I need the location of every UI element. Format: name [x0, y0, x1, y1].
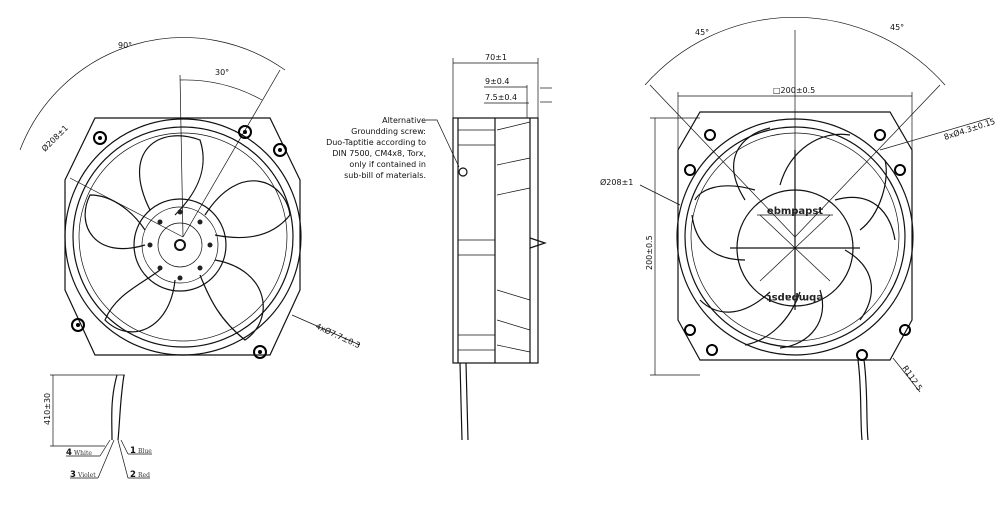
side-lead-cable	[459, 362, 469, 441]
radius-label: R112.5	[900, 364, 924, 392]
rear-height-label: 200±0.5	[645, 235, 654, 270]
front-outer-ring	[64, 118, 302, 356]
svg-text:sub-bill of materials.: sub-bill of materials.	[344, 171, 426, 180]
rear-holes-label: 8xØ4.3±0.15	[943, 116, 997, 142]
svg-text:3: 3	[70, 470, 76, 480]
svg-text:Red: Red	[138, 472, 150, 479]
rear-diameter-label: Ø208±1	[600, 177, 633, 187]
grounding-note: Alternative Groundding screw: Duo-Taptit…	[326, 116, 426, 180]
depth-label: 70±1	[485, 53, 507, 62]
svg-text:White: White	[74, 450, 92, 457]
front-mount-holes	[71, 125, 287, 359]
rear-mount-holes	[684, 129, 911, 361]
rear-view: ebmpapst ebmpapst 45° 45° □200±0.5 8xØ4.…	[600, 17, 997, 441]
svg-text:2: 2	[130, 470, 136, 480]
svg-text:only if contained in: only if contained in	[349, 160, 426, 169]
side-view: 70±1 9±0.4 7.5±0.4 Alternative Grounddin…	[326, 53, 552, 441]
svg-text:1: 1	[130, 446, 136, 456]
front-hub	[133, 198, 227, 292]
svg-text:Violet: Violet	[77, 472, 96, 479]
front-diameter-label: Ø208±1	[39, 123, 70, 154]
rear-housing	[677, 111, 913, 361]
dim-7-5-label: 7.5±0.4	[485, 93, 517, 102]
rear-lead-cable	[857, 359, 869, 441]
angle-45-left-label: 45°	[695, 28, 709, 37]
svg-text:DIN 7500, CM4x8, Torx,: DIN 7500, CM4x8, Torx,	[332, 149, 426, 158]
svg-text:Blue: Blue	[138, 448, 152, 455]
angle-45-right-label: 45°	[890, 23, 904, 32]
front-blades	[84, 135, 291, 341]
front-holes-label: 4xØ7.7±0.3	[314, 321, 362, 350]
lead-length-label: 410±30	[43, 393, 52, 425]
front-hub-holes	[147, 209, 213, 281]
svg-text:Duo-Taptitie according to: Duo-Taptitie according to	[326, 138, 426, 147]
front-hub-center	[174, 239, 186, 251]
svg-text:Groundding screw:: Groundding screw:	[351, 127, 426, 136]
angle-30-label: 30°	[215, 68, 229, 77]
rear-blades	[691, 127, 896, 349]
lead-cable	[111, 374, 125, 441]
ebmpapst-logo-inverted: ebmpapst	[767, 292, 823, 303]
dim-9-label: 9±0.4	[485, 77, 510, 86]
svg-text:4: 4	[66, 448, 72, 458]
square-dimension-label: □200±0.5	[773, 86, 815, 95]
front-housing	[64, 117, 301, 356]
angle-90-label: 90°	[118, 41, 132, 50]
grounding-screw	[458, 167, 468, 177]
svg-text:Alternative: Alternative	[382, 116, 426, 125]
